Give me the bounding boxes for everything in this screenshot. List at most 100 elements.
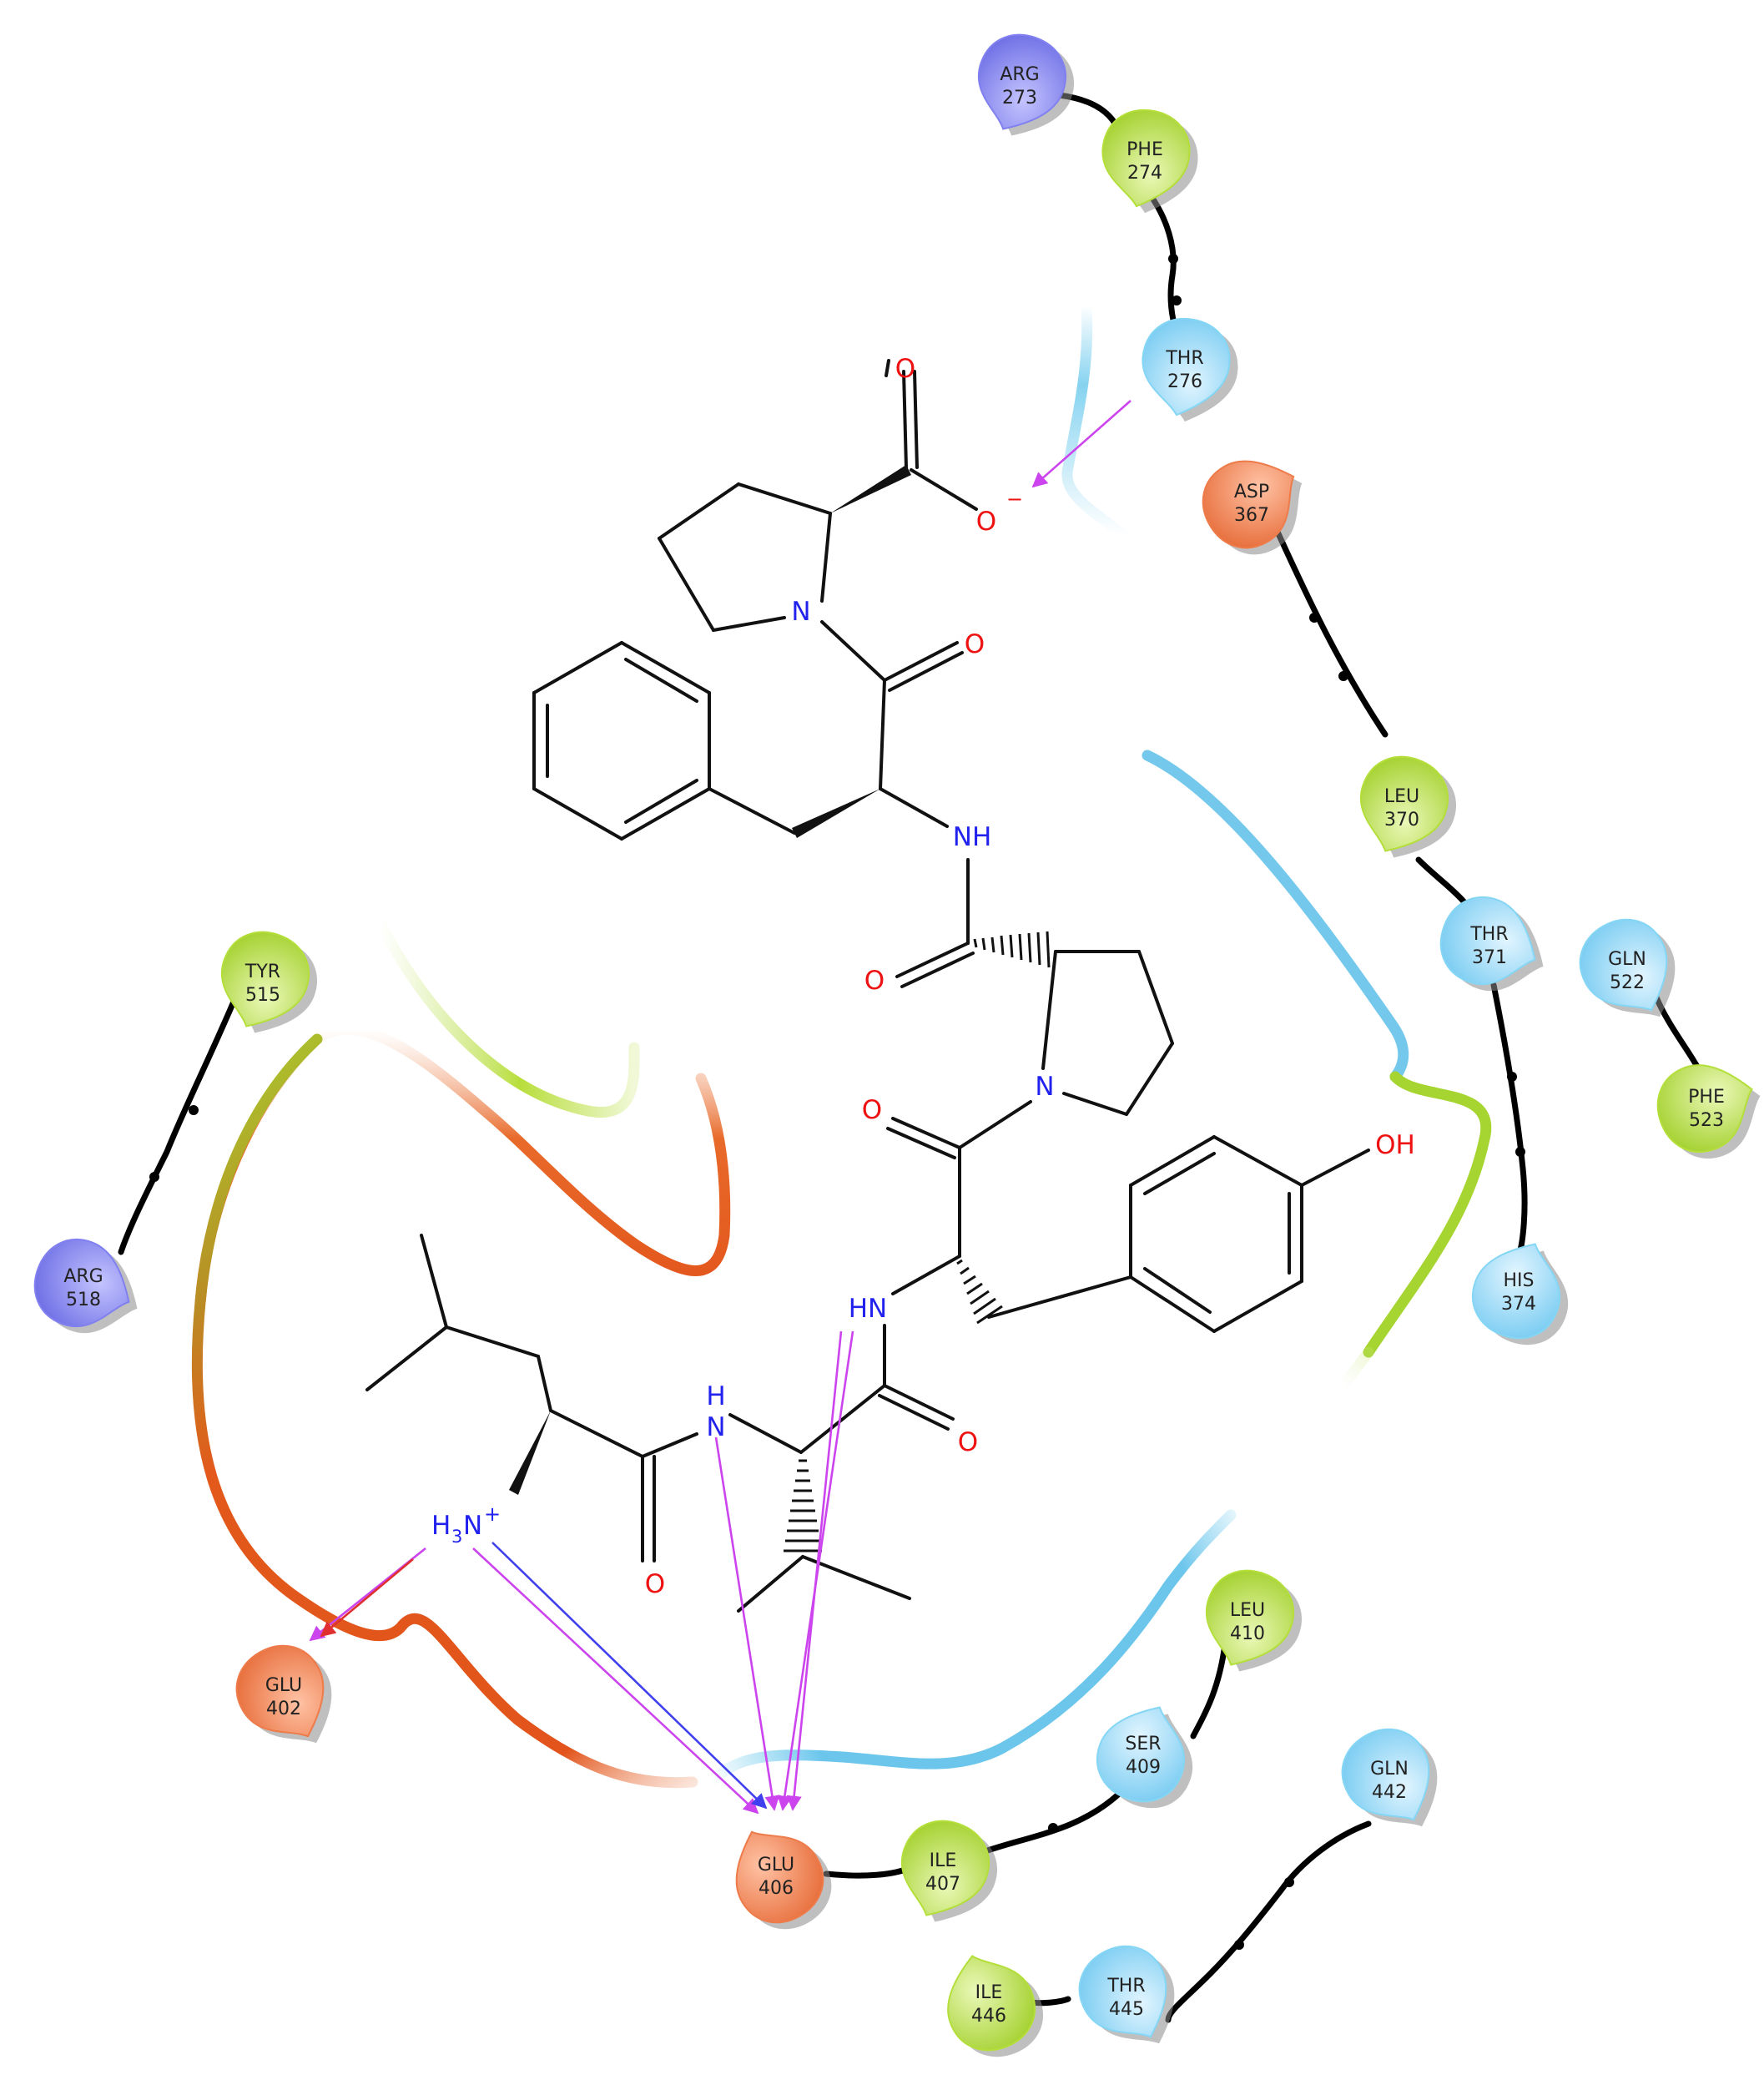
atom-amide-hn: HN (849, 1294, 888, 1324)
residue-badge-hydrophobic (1359, 755, 1449, 852)
residue-number: 446 (971, 2006, 1006, 2027)
residue-number: 407 (925, 1874, 960, 1895)
atom-amide-nh1: NH (953, 822, 992, 852)
atom-carbonyl-o4: O (958, 1427, 978, 1457)
residue-badge-hydrophobic (1656, 1064, 1753, 1154)
residue-number: 402 (266, 1699, 301, 1719)
residue-name: GLU (265, 1675, 302, 1696)
residue-arg273: ARG 273 (977, 33, 1075, 136)
residue-name: GLN (1370, 1759, 1409, 1780)
residue-glu402: GLU 402 (235, 1644, 332, 1744)
residue-ile446: ILE 446 (947, 1955, 1044, 2057)
residue-name: ARG (63, 1266, 103, 1287)
atom-amide-n: N (706, 1412, 725, 1442)
residue-ser409: SER 409 (1096, 1706, 1193, 1809)
residue-badge-negative (735, 1830, 824, 1924)
residue-number: 276 (1167, 371, 1202, 392)
residue-number: 370 (1384, 810, 1419, 830)
residue-leu370: LEU 370 (1359, 755, 1457, 858)
residue-badge-polar (1096, 1706, 1186, 1803)
residue-badge-hydrophobic (1101, 109, 1191, 208)
atom-amide-h: H (706, 1381, 725, 1411)
ligand-bonds (365, 359, 1370, 1613)
atom-carbonyl-o5: O (645, 1569, 665, 1599)
residue-name: THR (1469, 924, 1508, 945)
residue-number: 518 (66, 1290, 101, 1310)
atom-carbonyl-o3: O (862, 1095, 882, 1125)
residue-badge-negative (235, 1644, 325, 1738)
residue-number: 445 (1109, 1999, 1144, 2020)
residue-name: PHE (1688, 1087, 1725, 1108)
residue-number: 367 (1234, 505, 1269, 526)
residue-name: THR (1106, 1976, 1145, 1997)
residue-asp367: ASP 367 (1202, 460, 1303, 555)
residue-badge-polar (1341, 1728, 1430, 1821)
residue-name: PHE (1126, 139, 1163, 160)
atom-carbonyl-o2: O (864, 966, 885, 996)
residue-name: LEU (1384, 786, 1419, 807)
atom-carboxyl-o: O (895, 354, 915, 384)
residue-number: 515 (245, 985, 280, 1006)
residue-arg518: ARG 518 (33, 1238, 138, 1334)
residue-tyr515: TYR 515 (220, 931, 318, 1033)
atom-ammonium-n: N (463, 1511, 482, 1541)
residue-number: 410 (1230, 1623, 1265, 1644)
residue-number: 442 (1372, 1782, 1407, 1803)
residue-name: GLN (1608, 949, 1646, 970)
residue-badge-hydrophobic (1205, 1569, 1295, 1666)
residue-badge-hydrophobic (900, 1820, 990, 1916)
residue-number: 523 (1689, 1110, 1724, 1131)
atom-carboxylate-charge: − (1006, 487, 1023, 511)
residue-his374: HIS 374 (1471, 1243, 1569, 1345)
atom-pro1-n: N (791, 597, 810, 627)
residue-number: 522 (1610, 972, 1645, 993)
residue-badge-negative (1202, 460, 1295, 549)
residue-number: 371 (1472, 947, 1507, 968)
residue-name: THR (1165, 348, 1203, 369)
residue-badge-hydrophobic (220, 931, 310, 1027)
residue-number: 374 (1501, 1294, 1536, 1315)
residue-name: GLU (758, 1855, 794, 1876)
residue-name: ILE (930, 1850, 957, 1871)
atom-hydroxyl: OH (1375, 1130, 1415, 1160)
residue-number: 409 (1126, 1757, 1161, 1778)
atom-carbonyl-o1: O (965, 629, 985, 659)
binding-pocket-outline (191, 282, 1492, 1792)
residue-badge-positive (977, 33, 1067, 130)
atom-pro2-n: N (1035, 1072, 1054, 1102)
atom-ammonium-sub: 3 (451, 1527, 462, 1547)
residue-name: HIS (1504, 1270, 1535, 1291)
residue-badge-hydrophobic (947, 1955, 1036, 2052)
residue-name: LEU (1230, 1600, 1265, 1621)
atom-labels: O O − N O NH O N O OH HN H N O O H 3 N + (431, 354, 1415, 1599)
residue-phe274: PHE 274 (1101, 109, 1198, 214)
atom-carboxylate-o: O (976, 507, 996, 537)
residue-name: ASP (1234, 482, 1269, 502)
residue-number: 406 (759, 1878, 794, 1899)
residue-number: 274 (1127, 163, 1162, 184)
residue-badge-polar (1142, 317, 1231, 417)
residue-badge-polar (1471, 1243, 1561, 1340)
residue-ile407: ILE 407 (900, 1820, 998, 1922)
residue-number: 273 (1002, 88, 1037, 109)
residue-name: TYR (244, 962, 280, 982)
residue-badge-polar (1078, 1945, 1167, 2038)
residue-name: SER (1125, 1734, 1161, 1754)
atom-ammonium-charge: + (484, 1502, 501, 1526)
residue-badge-polar (1439, 896, 1536, 986)
atom-ammonium-h: H (431, 1511, 451, 1541)
residue-name: ILE (975, 1982, 1003, 2003)
residue-name: ARG (1000, 64, 1039, 85)
residue-badge-positive (33, 1238, 130, 1328)
interaction-arrows (309, 400, 1131, 1815)
